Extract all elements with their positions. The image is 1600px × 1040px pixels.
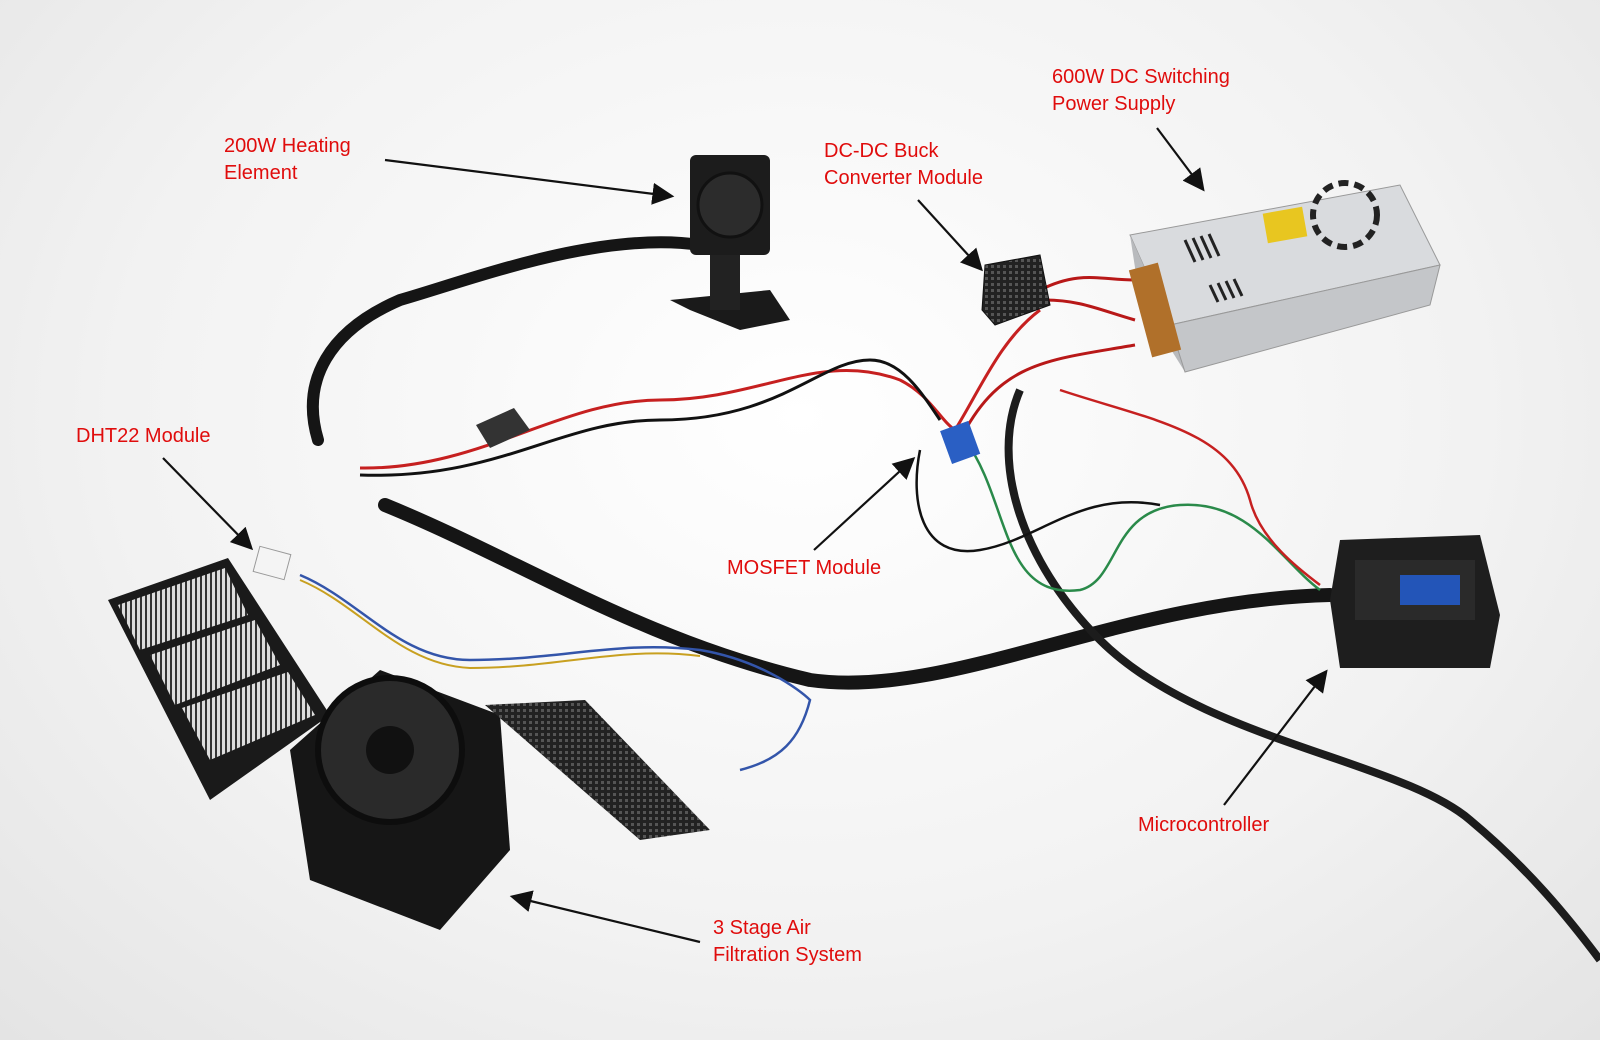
label-line: Converter Module xyxy=(824,167,983,189)
braided-cable-heater xyxy=(306,236,706,446)
red-wire xyxy=(359,308,1041,470)
label-line: 600W DC Switching xyxy=(1052,66,1230,88)
label-filtration: 3 Stage Air Filtration System xyxy=(713,915,862,969)
arrow-filter xyxy=(509,890,701,944)
label-microcontroller: Microcontroller xyxy=(1138,812,1269,839)
thermal-pad xyxy=(476,408,530,448)
heating-element xyxy=(670,155,790,330)
arrow-heating xyxy=(384,158,675,205)
label-line: DC-DC Buck xyxy=(824,140,939,162)
mosfet-module xyxy=(940,420,981,465)
power-supply xyxy=(1128,180,1441,373)
label-buck-converter: DC-DC Buck Converter Module xyxy=(824,138,983,192)
label-mosfet: MOSFET Module xyxy=(727,555,881,582)
label-dht22: DHT22 Module xyxy=(76,423,211,450)
arrow-dht xyxy=(162,457,254,551)
label-line: 3 Stage Air xyxy=(713,917,811,939)
arrow-mcu xyxy=(1223,669,1328,806)
label-line: DHT22 Module xyxy=(76,425,211,447)
black-wire xyxy=(359,358,942,477)
signal-wires xyxy=(299,573,812,772)
label-line: MOSFET Module xyxy=(727,557,882,579)
filtration-system xyxy=(108,558,710,930)
label-line: Power Supply xyxy=(1052,93,1176,115)
psu-wires xyxy=(958,276,1136,441)
dht22-module xyxy=(252,545,292,581)
arrow-psu xyxy=(1156,127,1205,192)
braided-cable-main xyxy=(378,498,1337,690)
label-line: 200W Heating xyxy=(224,135,351,157)
label-power-supply: 600W DC Switching Power Supply xyxy=(1052,64,1230,118)
arrow-buck xyxy=(917,199,983,272)
label-heating-element: 200W Heating Element xyxy=(224,133,351,187)
label-line: Element xyxy=(224,162,298,184)
buck-converter xyxy=(981,254,1051,326)
label-line: Filtration System xyxy=(713,944,862,966)
arrow-mosfet xyxy=(813,457,916,551)
annotation-arrows xyxy=(162,127,1328,944)
green-wire xyxy=(963,439,1321,592)
power-cord xyxy=(1004,388,1600,963)
microcontroller-enclosure xyxy=(1330,535,1500,668)
label-line: Microcontroller xyxy=(1138,814,1270,836)
